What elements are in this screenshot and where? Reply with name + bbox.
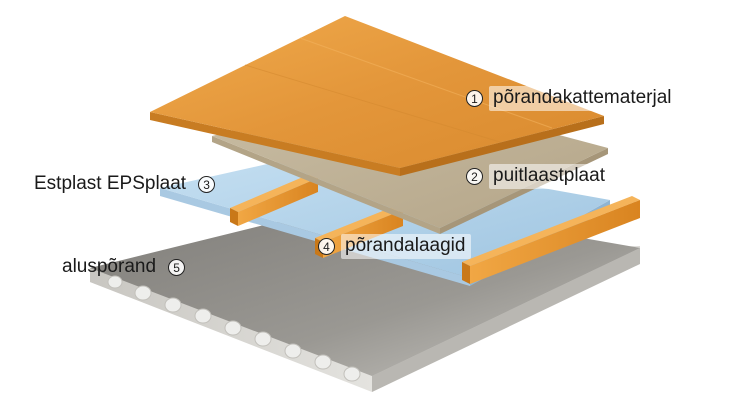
label-floor-joists: 4 põrandalaagid [318, 234, 472, 259]
layer-label: aluspõrand [62, 256, 157, 277]
number-badge: 3 [198, 176, 216, 193]
label-eps-board: Estplast EPSplaat 3 [30, 172, 216, 197]
layer-label: põrandalaagid [341, 234, 472, 259]
label-chipboard: 2 puitlaastplaat [466, 164, 611, 189]
floor-covering-layer [150, 16, 604, 176]
layer-label: põrandakattematerjal [489, 86, 678, 111]
number-badge: 5 [168, 259, 186, 276]
number-badge: 2 [466, 168, 483, 185]
label-floor-covering: 1 põrandakattematerjal [466, 86, 678, 111]
number-badge: 1 [466, 90, 483, 107]
number-badge: 4 [318, 238, 335, 255]
layer-label: Estplast EPSplaat [34, 173, 187, 194]
label-base-slab: aluspõrand 5 [58, 255, 186, 280]
layer-label: puitlaastplaat [489, 164, 611, 189]
